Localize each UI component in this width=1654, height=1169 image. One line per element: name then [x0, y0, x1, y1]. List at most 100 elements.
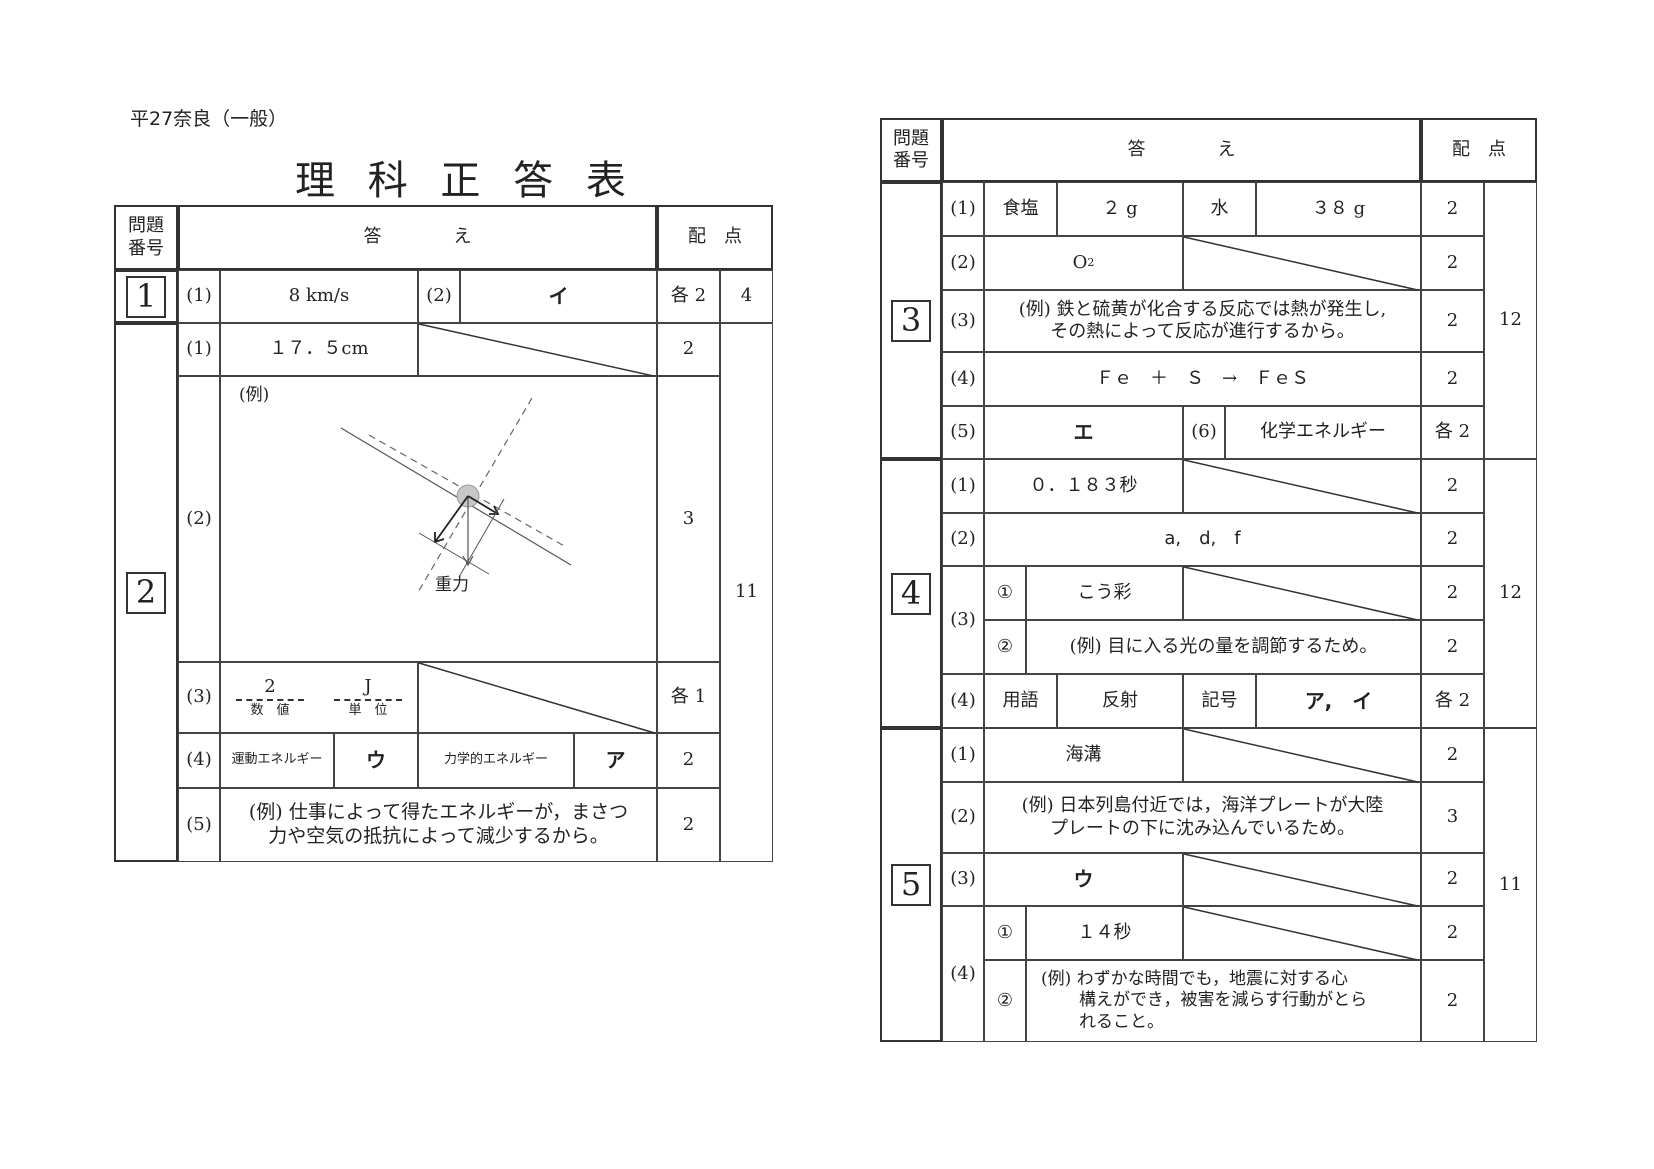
q5-sub4-item1-marker: ①: [984, 906, 1026, 960]
q2-sub3-blank: [418, 662, 659, 735]
q1-sub1-label: (1): [178, 270, 220, 323]
symbol-answer: ア, イ: [1256, 674, 1421, 728]
q4-sub2-points: 2: [1421, 513, 1484, 566]
q2-sub4-points: 2: [657, 733, 720, 788]
q5-sub4-item2-points: 2: [1421, 960, 1484, 1042]
q5-sub3-blank: [1183, 853, 1423, 908]
q1-total: 4: [720, 270, 773, 323]
question-number-5: 5: [880, 728, 942, 1042]
q2-sub1-label: (1): [178, 323, 220, 376]
diagonal-strike: [1183, 566, 1423, 622]
question-number-3: 3: [880, 182, 942, 459]
q3-sub5-points: 各 2: [1421, 406, 1484, 459]
q5-sub3-answer: ウ: [984, 853, 1183, 906]
q3-sub4-points: 2: [1421, 352, 1484, 406]
q4-sub3-item1-answer: こう彩: [1026, 566, 1183, 620]
q3-sub1-label: (1): [942, 182, 984, 236]
q3-sub5-answer: エ: [984, 406, 1183, 459]
q5-sub1-points: 2: [1421, 728, 1484, 782]
q4-sub2-label: (2): [942, 513, 984, 566]
q5-sub1-blank: [1183, 728, 1423, 784]
q1-sub1-answer: 8 km/s: [220, 270, 418, 323]
question-number-4: 4: [880, 459, 942, 728]
water-value: ３８ g: [1256, 182, 1421, 236]
q4-sub3-label: (3): [942, 566, 984, 674]
q5-sub2-answer: (例) 日本列島付近では，海洋プレートが大陸 プレートの下に沈み込んでいるため。: [984, 782, 1421, 853]
q3-sub1-points: 2: [1421, 182, 1484, 236]
kinetic-energy-label: 運動エネルギー: [220, 733, 334, 788]
problem-number-header: 問題 番号: [880, 118, 942, 182]
q3-sub6-label: (6): [1183, 406, 1225, 459]
diagonal-strike: [1183, 459, 1423, 515]
kinetic-energy-answer: ウ: [334, 733, 418, 788]
q4-sub1-points: 2: [1421, 459, 1484, 513]
q3-sub2-blank: [1183, 236, 1423, 292]
q4-total: 12: [1484, 459, 1537, 728]
q3-sub2-points: 2: [1421, 236, 1484, 290]
q4-sub3-item1-marker: ①: [984, 566, 1026, 620]
salt-label: 食塩: [984, 182, 1057, 236]
q2-sub2-points: 3: [657, 376, 720, 662]
example-label: (例): [239, 385, 270, 405]
diagonal-strike: [418, 662, 659, 735]
answer-header: 答 え: [178, 205, 657, 270]
force-diagram: [340, 397, 572, 595]
q1-sub2-answer: イ: [460, 270, 657, 323]
q4-sub4-points: 各 2: [1421, 674, 1484, 728]
q3-sub3-points: 2: [1421, 290, 1484, 352]
q4-sub3-item1-points: 2: [1421, 566, 1484, 620]
q2-sub4-label: (4): [178, 733, 220, 788]
q3-sub4-label: (4): [942, 352, 984, 406]
question-number-1: 1: [114, 270, 178, 323]
q3-total: 12: [1484, 182, 1537, 459]
q2-sub2-diagram-cell: (例) 重力: [220, 376, 657, 662]
q4-sub1-blank: [1183, 459, 1423, 515]
diagonal-strike: [418, 323, 659, 378]
unit-caption: 単 位: [348, 702, 388, 718]
symbol-label: 記号: [1183, 674, 1256, 728]
exam-label: 平27奈良（一般）: [130, 108, 288, 130]
problem-number-header: 問題 番号: [114, 205, 178, 270]
q5-sub4-item2-answer: (例) わずかな時間でも，地震に対する心 構えができ，被害を減らす行動がとら れ…: [1026, 960, 1421, 1042]
points-header: 配 点: [1421, 118, 1537, 182]
water-label: 水: [1183, 182, 1256, 236]
q2-total: 11: [720, 323, 773, 862]
q3-sub4-answer: Ｆｅ ＋ Ｓ → ＦｅＳ: [984, 352, 1421, 406]
q2-sub5-label: (5): [178, 788, 220, 862]
mechanical-energy-label: 力学的エネルギー: [418, 733, 574, 788]
q2-sub3-answer: 2 数 値 J 単 位: [220, 662, 418, 733]
q5-sub2-label: (2): [942, 782, 984, 853]
diagonal-strike: [1183, 853, 1423, 908]
term-answer: 反射: [1057, 674, 1183, 728]
q2-sub5-points: 2: [657, 788, 720, 862]
q4-sub4-label: (4): [942, 674, 984, 728]
q4-sub3-item2-answer: (例) 目に入る光の量を調節するため。: [1026, 620, 1421, 674]
q4-sub3-item1-blank: [1183, 566, 1423, 622]
q1-points: 各 2: [657, 270, 720, 323]
term-label: 用語: [984, 674, 1057, 728]
value-caption: 数 値: [250, 702, 290, 718]
diagonal-strike: [1183, 906, 1423, 962]
q3-sub2-label: (2): [942, 236, 984, 290]
q5-sub2-points: 3: [1421, 782, 1484, 853]
q5-sub4-item1-answer: １４秒: [1026, 906, 1183, 960]
q4-sub3-item2-points: 2: [1421, 620, 1484, 674]
gravity-label: 重力: [435, 575, 469, 595]
q2-sub3-unit: J: [334, 676, 402, 701]
q1-sub2-label: (2): [418, 270, 460, 323]
q2-sub5-answer: (例) 仕事によって得たエネルギーが，まさつ 力や空気の抵抗によって減少するから…: [220, 788, 657, 862]
q5-total: 11: [1484, 728, 1537, 1042]
q2-sub1-points: 2: [657, 323, 720, 376]
q5-sub4-item1-points: 2: [1421, 906, 1484, 960]
q4-sub1-answer: ０．１８３秒: [984, 459, 1183, 513]
q5-sub4-label: (4): [942, 906, 984, 1042]
page-title: 理 科 正 答 表: [295, 158, 636, 204]
q2-sub3-points: 各 1: [657, 662, 720, 733]
q5-sub4-item1-blank: [1183, 906, 1423, 962]
q3-sub3-answer: (例) 鉄と硫黄が化合する反応では熱が発生し, その熱によって反応が進行するから…: [984, 290, 1421, 352]
q2-sub2-label: (2): [178, 376, 220, 662]
q5-sub1-label: (1): [942, 728, 984, 782]
q2-sub3-value: 2: [236, 676, 304, 701]
q3-sub5-label: (5): [942, 406, 984, 459]
